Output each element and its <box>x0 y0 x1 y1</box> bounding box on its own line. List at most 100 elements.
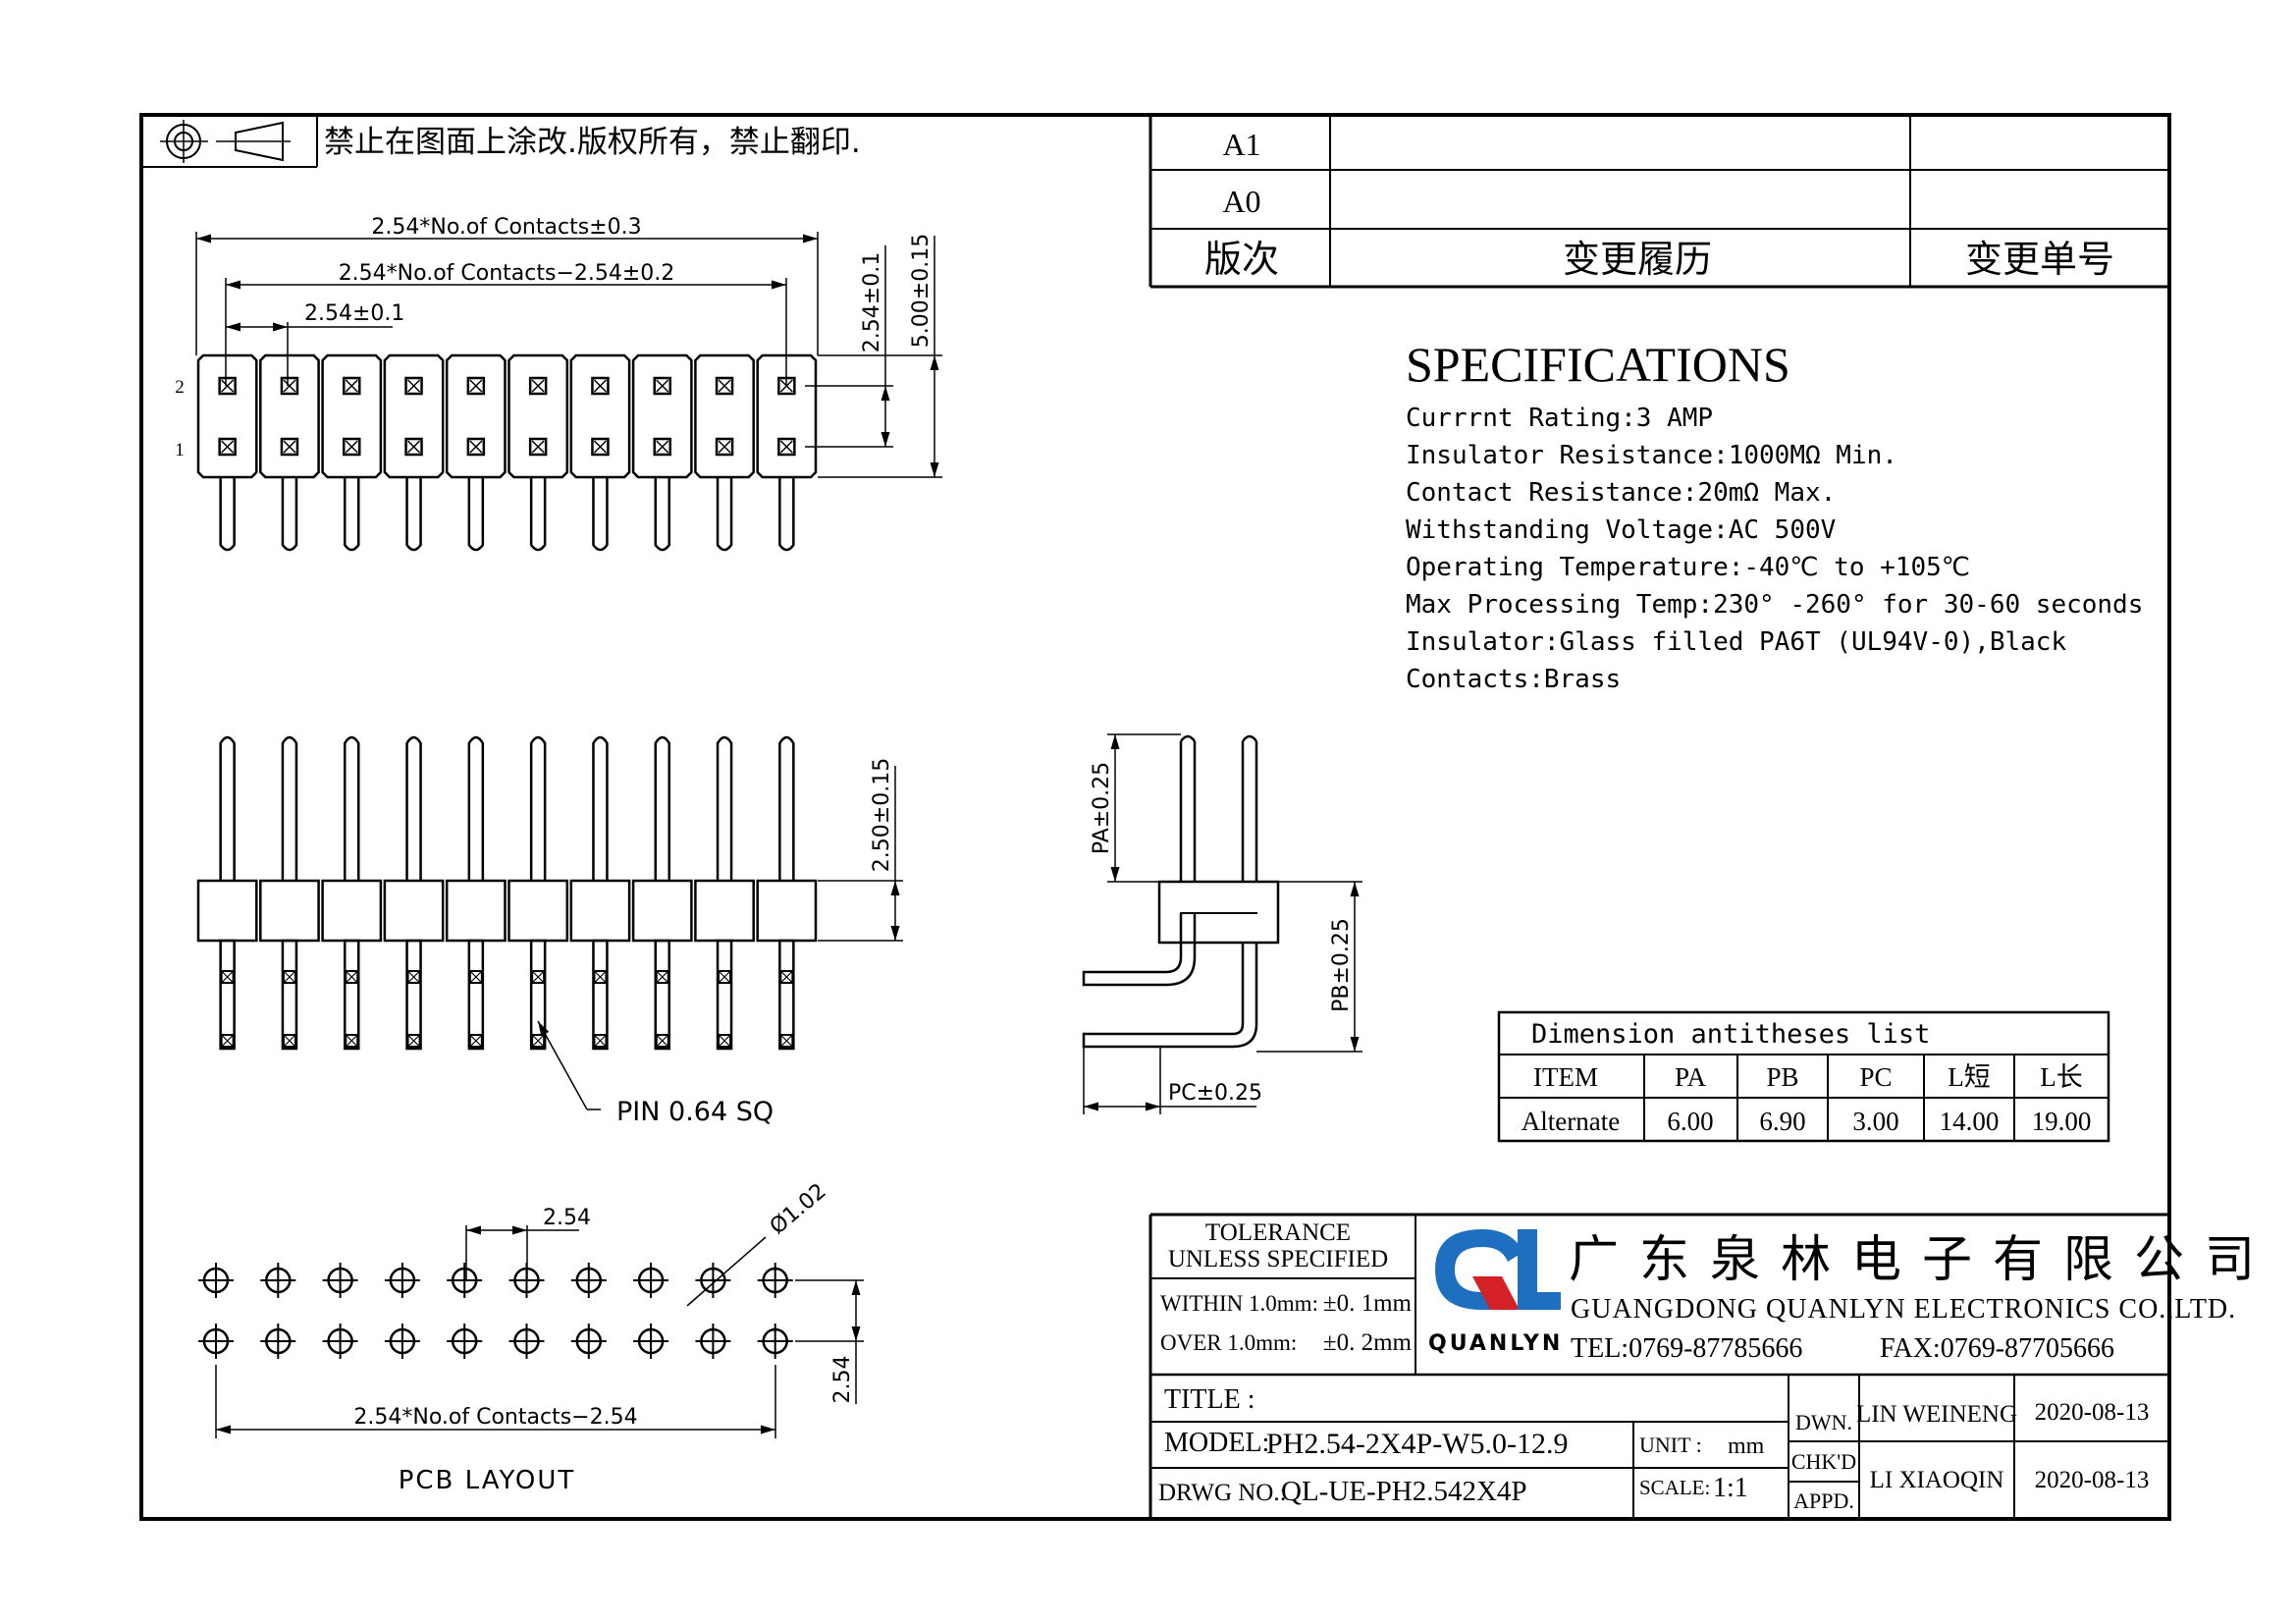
pin-square <box>280 376 299 396</box>
pin-cross <box>221 440 235 454</box>
pin-tail <box>778 477 795 552</box>
pin-lower-square <box>282 1034 296 1048</box>
pin-upper <box>281 735 298 881</box>
dimension-cell-pb: 6.90 <box>1759 1107 1805 1136</box>
pcb-hole-crosshair <box>198 1263 234 1298</box>
drawing-frame <box>139 113 2171 1521</box>
pin-lower-square <box>468 1034 483 1048</box>
body-cell <box>445 879 507 943</box>
pcb-hole-crosshair <box>757 1324 793 1359</box>
pcb-hole-crosshair <box>260 1263 296 1298</box>
scale-label: SCALE: <box>1639 1476 1710 1499</box>
pin-square <box>466 437 486 457</box>
pin-note: PIN 0.64 SQ <box>616 1097 774 1127</box>
pin-lower-cross <box>470 1035 482 1047</box>
third-angle-projection-icon <box>160 120 291 163</box>
pin-lower-square <box>779 970 794 984</box>
pin-lower-cross <box>719 971 730 983</box>
pin-square <box>404 376 423 396</box>
pin-lower-square <box>406 970 421 984</box>
drwg-label: DRWG NO.: <box>1158 1480 1287 1506</box>
pin-cross <box>469 379 483 393</box>
pin-lower-cross <box>595 971 606 983</box>
pin-square <box>466 376 486 396</box>
revision-a0: A0 <box>1222 184 1260 219</box>
housing-cell <box>321 353 383 479</box>
dimension-table: Dimension antitheses list ITEM PA PB PC … <box>1497 1010 2110 1143</box>
pin-lower <box>654 939 670 1051</box>
body-cell <box>756 879 818 943</box>
pin-lower-cross <box>719 1035 730 1047</box>
housing-cell <box>507 353 569 479</box>
company-logo: QUANLYN <box>1428 1229 1561 1356</box>
pin-upper <box>467 735 485 881</box>
pcb-hole-crosshair <box>570 1324 607 1359</box>
pin-cross <box>345 440 358 454</box>
pin-lower-square <box>220 1034 235 1048</box>
pin-cross <box>469 440 483 454</box>
pin-lower-square <box>593 1034 608 1048</box>
revision-header-number: 变更单号 <box>1965 240 2114 281</box>
specifications: SPECIFICATIONS Currrnt Rating:3 AMPInsul… <box>1406 337 2143 694</box>
pin-tail <box>592 477 609 552</box>
pin-tail <box>344 477 360 552</box>
dimension-header-pa: PA <box>1675 1062 1707 1092</box>
pin-lower <box>529 939 547 1051</box>
pin-lower <box>716 939 733 1051</box>
company-name-cn: 广东泉林电子有限公司 <box>1569 1233 2275 1288</box>
pin-lower-cross <box>657 971 668 983</box>
pin-square <box>715 437 734 457</box>
dim-pa-text: PA±0.25 <box>1090 762 1114 854</box>
pin-lower <box>281 939 298 1051</box>
pcb-hole-crosshair <box>322 1324 358 1359</box>
pin-tail <box>654 477 670 552</box>
dimension-cell-l-long: 19.00 <box>2032 1107 2092 1136</box>
top-view: 2 1 2.54*No.of Contacts±0.3 2.54*No.of C… <box>175 215 942 552</box>
pin-tail <box>467 477 485 552</box>
header-notice: 禁止在图面上涂改.版权所有，禁止翻印. <box>141 115 861 168</box>
revision-header-version: 版次 <box>1204 240 1279 281</box>
dwn-label: DWN. <box>1795 1410 1852 1434</box>
pin-square <box>218 376 237 396</box>
company-name-en: GUANGDONG QUANLYN ELECTRONICS CO.,LTD. <box>1571 1294 2236 1325</box>
body-cell <box>196 879 258 943</box>
pin-cross <box>221 379 235 393</box>
pin-tail <box>281 477 298 552</box>
pcb-hole-crosshair <box>570 1263 607 1298</box>
specification-line: Withstanding Voltage:AC 500V <box>1406 515 1836 545</box>
dimension-cell-pc: 3.00 <box>1852 1107 1898 1136</box>
dimension-header-l-long: L长 <box>2040 1062 2083 1092</box>
specification-line: Contact Resistance:20mΩ Max. <box>1406 478 1836 508</box>
pin-cross <box>718 379 731 393</box>
pcb-hole-crosshair <box>695 1324 731 1359</box>
housing-cell <box>259 353 320 479</box>
pin-lower-square <box>220 970 235 984</box>
housing-cell <box>383 353 445 479</box>
pin-square <box>343 437 361 457</box>
pin-cross <box>779 440 793 454</box>
pin-cross <box>593 440 607 454</box>
pin-lower-cross <box>408 971 419 983</box>
model-value: PH2.54-2X4P-W5.0-12.9 <box>1266 1428 1569 1460</box>
pcb-hole-crosshair <box>384 1263 420 1298</box>
housing-cell <box>196 353 258 479</box>
pin-tail <box>405 477 422 552</box>
pin-upper <box>716 735 733 881</box>
pin-upper <box>654 735 670 881</box>
pin-lower-cross <box>346 971 357 983</box>
chkd-label: CHK'D <box>1791 1449 1856 1474</box>
housing-cell <box>694 353 755 479</box>
specification-line: Operating Temperature:-40℃ to +105℃ <box>1406 553 1970 582</box>
drwg-value: QL-UE-PH2.542X4P <box>1281 1476 1527 1507</box>
pcb-hole-crosshair <box>384 1324 420 1359</box>
pin-cross <box>656 379 669 393</box>
dimension-cell-pa: 6.00 <box>1667 1107 1713 1136</box>
pin-square <box>528 437 548 457</box>
pin-lower-square <box>655 1034 669 1048</box>
pin-cross <box>593 379 607 393</box>
pin-lower-cross <box>657 1035 668 1047</box>
body-cell <box>694 879 755 943</box>
revision-a1: A1 <box>1222 127 1260 162</box>
pin-cross <box>531 379 545 393</box>
